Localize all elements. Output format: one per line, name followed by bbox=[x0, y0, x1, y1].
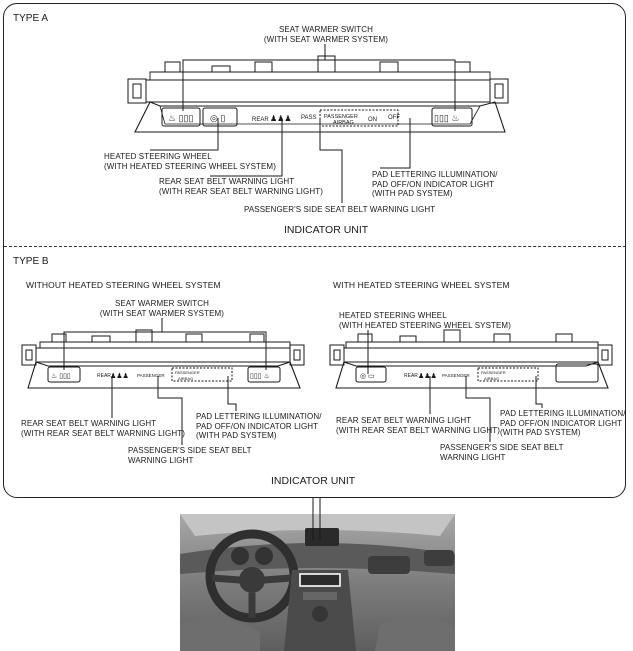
type-b-with-pad-label: PAD LETTERING ILLUMINATION/ PAD OFF/ON I… bbox=[500, 409, 626, 437]
type-a-indicator-unit-label: INDICATOR UNIT bbox=[284, 224, 369, 236]
type-b-without-seat-heat-icon-right: ▯▯▯ ♨ bbox=[250, 372, 270, 380]
type-b-title: TYPE B bbox=[13, 256, 49, 267]
type-b-without-pass2-text: PASSENGER bbox=[175, 370, 200, 375]
diagram-frame bbox=[3, 3, 626, 498]
type-a-seat-heat-icon-right: ▯▯▯ ♨ bbox=[434, 113, 459, 123]
type-a-indicator-panel bbox=[127, 55, 509, 133]
type-b-without-belt-icons: ♟♟♟ bbox=[110, 372, 129, 380]
type-a-passenger-text: PASSENGER bbox=[324, 114, 358, 120]
type-a-seat-warmer-label: SEAT WARMER SWITCH (WITH SEAT WARMER SYS… bbox=[263, 25, 389, 44]
type-b-without-leader-lines bbox=[63, 318, 267, 445]
type-b-without-rear-text: REAR bbox=[97, 373, 111, 379]
type-b-without-seat-warmer-label: SEAT WARMER SWITCH (WITH SEAT WARMER SYS… bbox=[99, 299, 225, 318]
type-a-title: TYPE A bbox=[13, 13, 49, 24]
type-a-passenger-label: PASSENGER'S SIDE SEAT BELT WARNING LIGHT bbox=[244, 205, 436, 214]
type-b-with-belt-icons: ♟♟♟ bbox=[418, 372, 437, 380]
type-b-with-leader-lines bbox=[367, 330, 543, 442]
type-b-without-seat-heat-icon-left: ♨ ▯▯▯ bbox=[51, 372, 71, 380]
type-b-with-pass2-text: PASSENGER bbox=[481, 370, 506, 375]
type-b-without-rear-belt-label: REAR SEAT BELT WARNING LIGHT (WITH REAR … bbox=[21, 419, 185, 438]
type-b-indicator-unit-label: INDICATOR UNIT bbox=[271, 475, 356, 487]
type-b-with-indicator-panel bbox=[329, 329, 613, 389]
type-a-rear-text: REAR bbox=[252, 117, 269, 123]
type-b-without-passenger-label: PASSENGER'S SIDE SEAT BELT WARNING LIGHT bbox=[128, 446, 252, 465]
type-b-with-rear-text: REAR bbox=[404, 373, 418, 379]
type-b-without-indicator-panel bbox=[21, 329, 305, 389]
dashboard-photo bbox=[180, 514, 455, 651]
type-a-off-text: OFF bbox=[388, 115, 400, 121]
type-b-with-passenger-label: PASSENGER'S SIDE SEAT BELT WARNING LIGHT bbox=[440, 443, 564, 462]
type-b-with-airbag-text: AIRBAG bbox=[484, 376, 499, 381]
type-b-without-airbag-text: AIRBAG bbox=[178, 376, 193, 381]
type-a-rear-belt-icons: ♟♟♟ bbox=[270, 114, 292, 123]
type-b-with-passenger-text: PASSENGER bbox=[442, 373, 470, 378]
type-a-rear-belt-label: REAR SEAT BELT WARNING LIGHT (WITH REAR … bbox=[159, 177, 323, 196]
type-a-seat-heat-icon-left: ♨ ▯▯▯ bbox=[168, 113, 193, 123]
type-a-airbag-text: AIRBAG bbox=[333, 120, 354, 126]
type-a-pad-label: PAD LETTERING ILLUMINATION/ PAD OFF/ON I… bbox=[372, 170, 498, 198]
type-b-with-rear-belt-label: REAR SEAT BELT WARNING LIGHT (WITH REAR … bbox=[336, 416, 500, 435]
photo-leader bbox=[312, 498, 321, 540]
type-b-with-wheel-icon: ◎ ▭ bbox=[360, 373, 375, 380]
type-b-with-title: WITH HEATED STEERING WHEEL SYSTEM bbox=[333, 280, 510, 290]
type-b-without-passenger-text: PASSENGER bbox=[137, 373, 165, 378]
type-a-wheel-heat-icon: ◎ ▯ bbox=[210, 113, 225, 123]
panel-glyphs: ♨ ▯▯▯ ▯▯▯ ♨ ◎ ▯ REAR ♟♟♟ PASS PASSENGER … bbox=[51, 113, 506, 381]
type-b-with-heated-wheel-label: HEATED STEERING WHEEL (WITH HEATED STEER… bbox=[339, 311, 511, 330]
type-b-without-title: WITHOUT HEATED STEERING WHEEL SYSTEM bbox=[26, 280, 221, 290]
type-a-heated-wheel-label: HEATED STEERING WHEEL (WITH HEATED STEER… bbox=[104, 152, 276, 171]
dashboard-photo-art bbox=[180, 514, 455, 651]
type-divider bbox=[4, 246, 626, 247]
type-b-without-pad-label: PAD LETTERING ILLUMINATION/ PAD OFF/ON I… bbox=[196, 412, 322, 440]
type-a-on-text: ON bbox=[368, 117, 377, 123]
type-a-leader-lines bbox=[150, 44, 456, 203]
type-a-pass-text: PASS bbox=[301, 115, 317, 121]
